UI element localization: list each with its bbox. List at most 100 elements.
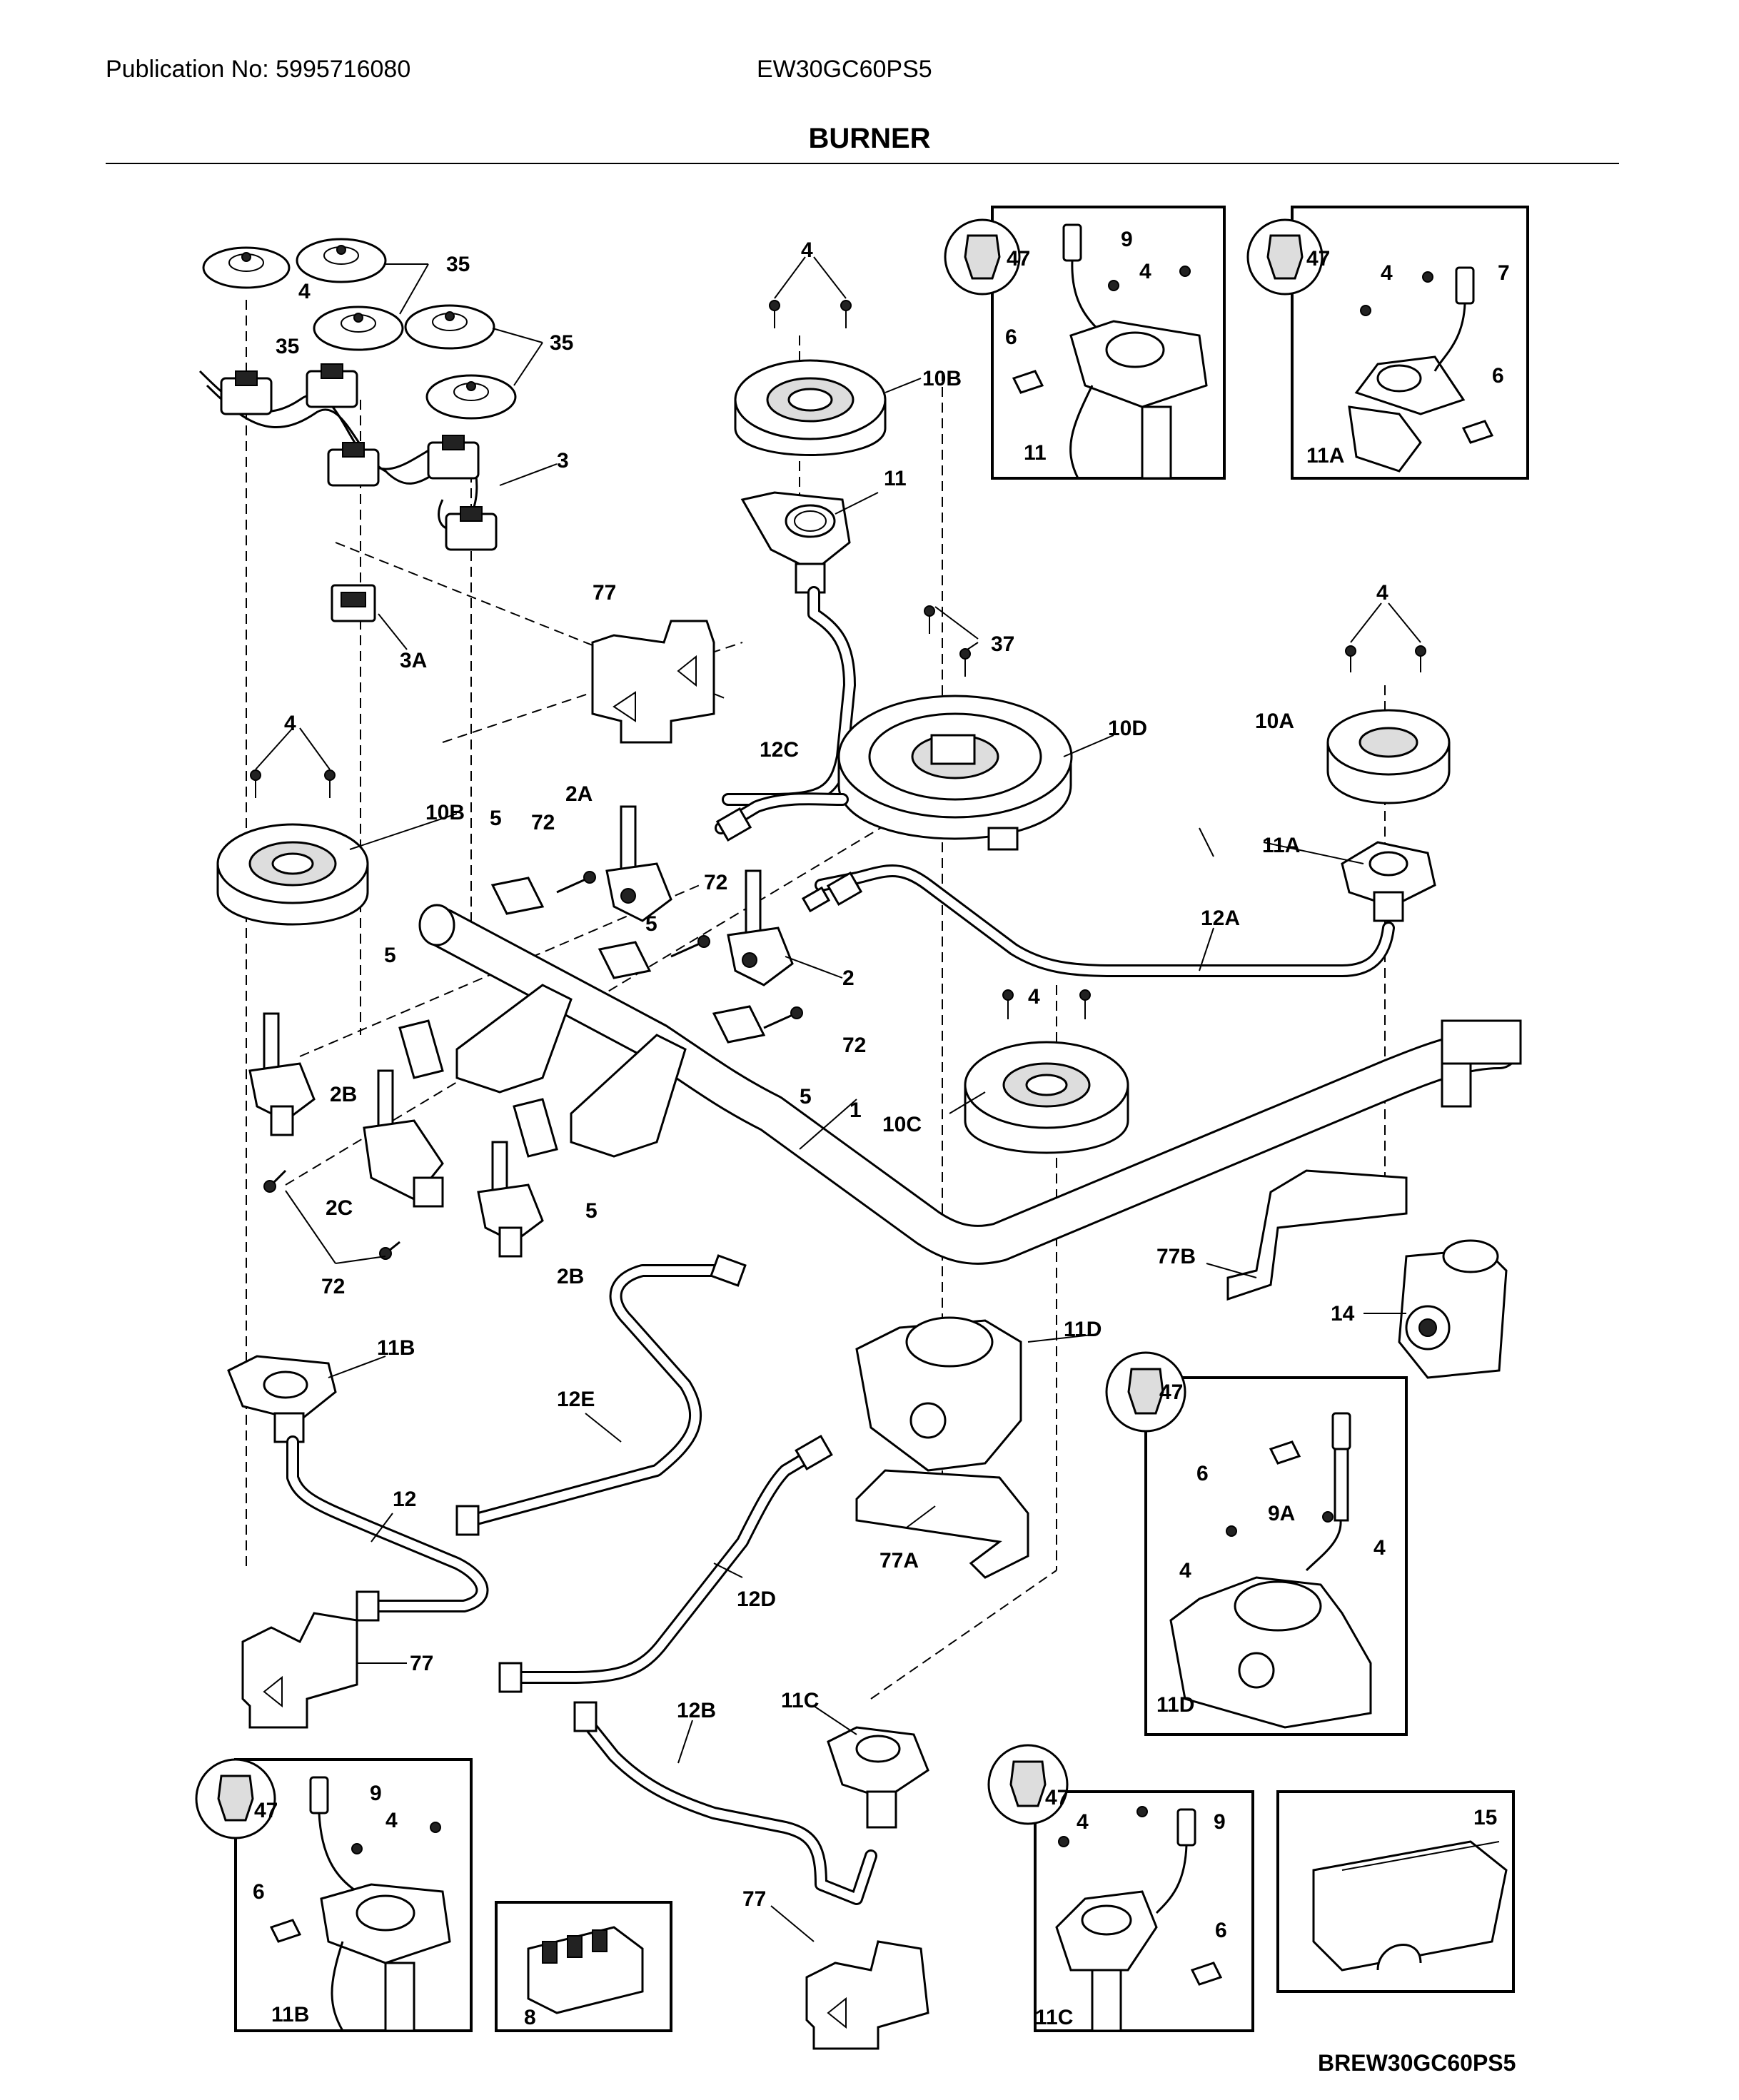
callout-12c: 12C xyxy=(760,738,799,762)
callout-1: 1 xyxy=(850,1099,862,1122)
clips-5 xyxy=(398,877,766,1158)
callout-37: 37 xyxy=(991,632,1014,656)
gas-tube-12c xyxy=(715,792,849,842)
inset-bottom-15 xyxy=(1276,1790,1515,1993)
inset-bottom-11b xyxy=(195,1758,473,2032)
callout-72: 72 xyxy=(321,1275,345,1298)
callout-11a: 11A xyxy=(1262,834,1300,857)
burner-base-10b-left xyxy=(216,727,369,926)
burner-head-11b xyxy=(227,1355,337,1443)
valve-2a xyxy=(605,805,672,922)
callout-4: 4 xyxy=(298,280,311,303)
model-number: EW30GC60PS5 xyxy=(757,56,932,83)
callout-10b: 10B xyxy=(425,801,465,824)
callout-72: 72 xyxy=(704,871,727,894)
valve-2 xyxy=(727,869,794,986)
inset-11c-9: 9 xyxy=(1214,1810,1226,1834)
callout-35: 35 xyxy=(550,331,573,355)
callout-5: 5 xyxy=(645,912,657,936)
inset-11c-11c: 11C xyxy=(1035,2006,1073,2029)
leader-lines xyxy=(285,263,1406,1942)
callout-2b: 2B xyxy=(330,1083,357,1106)
inset-11d-11d: 11D xyxy=(1156,1693,1194,1717)
page-title: BURNER xyxy=(808,123,931,154)
callout-11b: 11B xyxy=(377,1336,415,1360)
gas-tube-12 xyxy=(286,1435,489,1622)
inset-top-11a-47: 47 xyxy=(1306,247,1330,271)
burner-base-10b-top xyxy=(734,256,887,456)
callout-72: 72 xyxy=(531,811,555,834)
inset-11d-4: 4 xyxy=(1179,1559,1191,1582)
inset-11b-6: 6 xyxy=(253,1880,265,1904)
valve-2b-left xyxy=(248,1012,316,1136)
callout-2b: 2B xyxy=(557,1265,584,1288)
callout-3a: 3A xyxy=(400,649,427,672)
callout-72: 72 xyxy=(842,1034,866,1057)
callout-12e: 12E xyxy=(557,1388,595,1411)
callout-5: 5 xyxy=(384,944,396,967)
bracket-77-bottom xyxy=(805,1940,929,2050)
bracket-77b xyxy=(1226,1169,1408,1301)
callout-77b: 77B xyxy=(1156,1245,1196,1268)
gas-tube-12a xyxy=(801,864,1395,977)
callout-77a: 77A xyxy=(879,1549,919,1573)
callout-4: 4 xyxy=(1028,985,1040,1009)
callout-10c: 10C xyxy=(882,1113,922,1136)
screws-72 xyxy=(263,871,803,1260)
burner-caps-35 xyxy=(202,238,517,420)
inset-top-11a-6: 6 xyxy=(1492,364,1504,388)
manifold-pipe-1 xyxy=(418,904,1522,1265)
bracket-77a xyxy=(855,1469,1029,1579)
inset-11c-47: 47 xyxy=(1045,1786,1069,1809)
callout-77: 77 xyxy=(593,581,616,605)
callout-11c: 11C xyxy=(781,1689,819,1712)
callout-2: 2 xyxy=(842,966,855,990)
callout-35: 35 xyxy=(446,253,470,276)
callout-10b: 10B xyxy=(922,367,962,390)
inset-bottom-11c xyxy=(987,1744,1254,2032)
inset-11d-47: 47 xyxy=(1159,1380,1183,1404)
screws-37 xyxy=(924,605,979,677)
inset-11b-9: 9 xyxy=(370,1782,382,1805)
inset-11d-9a: 9A xyxy=(1268,1502,1295,1525)
spark-switch-harness-3 xyxy=(198,363,498,622)
inset-top-11-9: 9 xyxy=(1121,228,1133,251)
callout-2c: 2C xyxy=(326,1196,353,1220)
valve-2b-mid xyxy=(477,1141,544,1258)
callout-2a: 2A xyxy=(565,782,593,806)
gas-tube-12e xyxy=(455,1254,747,1536)
inset-top-11-11: 11 xyxy=(1024,441,1047,465)
inset-8-8: 8 xyxy=(524,2006,536,2029)
bracket-77-top xyxy=(591,620,715,744)
inset-top-11a xyxy=(1246,206,1529,480)
callout-5: 5 xyxy=(800,1085,812,1109)
burner-head-11c xyxy=(827,1726,929,1829)
burner-head-11d xyxy=(855,1316,1022,1472)
callout-77: 77 xyxy=(742,1887,766,1911)
inset-labels: 47 9 4 6 11 47 4 7 6 11A 47 6 9A 4 4 11D… xyxy=(253,228,1510,2029)
callout-12d: 12D xyxy=(737,1587,776,1611)
callout-3: 3 xyxy=(557,449,569,473)
burner-base-10a xyxy=(1326,602,1451,804)
callout-4: 4 xyxy=(1376,581,1388,605)
inset-11b-4: 4 xyxy=(385,1809,398,1832)
inset-top-11-47: 47 xyxy=(1007,247,1030,271)
title-divider xyxy=(106,163,1619,164)
inset-11b-11b: 11B xyxy=(271,2003,309,2026)
inset-11d-4: 4 xyxy=(1373,1536,1386,1560)
burner-base-10c xyxy=(964,989,1129,1154)
inset-top-11a-7: 7 xyxy=(1498,261,1510,285)
callout-4: 4 xyxy=(801,238,813,262)
inset-top-11-4: 4 xyxy=(1139,260,1151,283)
inset-mid-11d xyxy=(1105,1351,1408,1736)
callout-10a: 10A xyxy=(1255,710,1294,733)
inset-top-11a-11a: 11A xyxy=(1306,444,1344,468)
callout-5: 5 xyxy=(490,807,502,830)
callout-labels: 35 35 35 3 3A 4 10B 11 77 37 4 10D 10A 1… xyxy=(276,238,1388,1911)
callout-12: 12 xyxy=(393,1488,416,1511)
callout-12b: 12B xyxy=(677,1699,716,1722)
inset-bottom-8 xyxy=(495,1901,672,2032)
inset-11b-47: 47 xyxy=(254,1799,278,1822)
gas-tube-12d xyxy=(498,1434,833,1693)
